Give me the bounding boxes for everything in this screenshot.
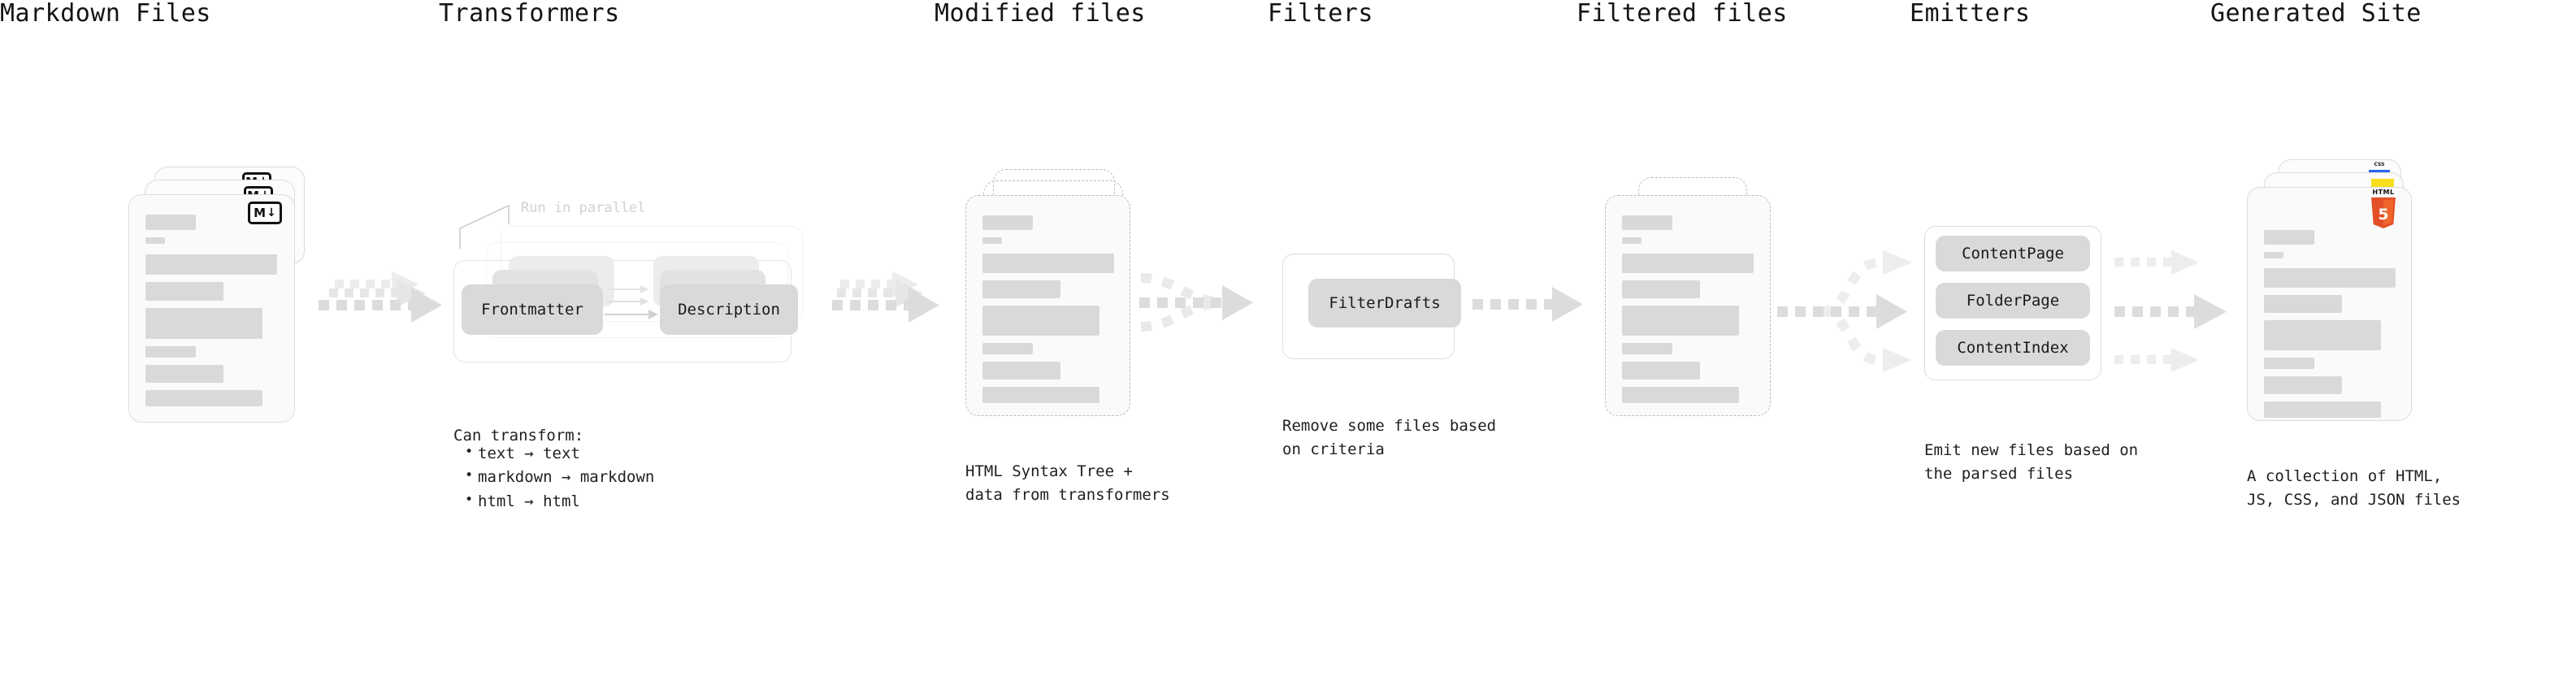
css3-icon-bar: [2369, 170, 2390, 174]
parallel-bracket-icon: [459, 204, 510, 249]
stage-title-markdown-files: Markdown Files: [0, 0, 211, 28]
connector-modified-to-filters: [1139, 273, 1253, 332]
content-bar: [982, 215, 1033, 230]
connector-emitters-to-site: [2114, 250, 2227, 372]
content-bar: [145, 237, 165, 244]
content-bar: [145, 346, 196, 358]
modified-files-caption: HTML Syntax Tree + data from transformer…: [965, 462, 1170, 505]
content-bar: [2264, 376, 2342, 394]
content-bar: [145, 365, 223, 383]
content-bar: [1622, 306, 1739, 336]
stage-title-emitters: Emitters: [1910, 0, 2031, 28]
content-bar: [1622, 362, 1700, 380]
transformers-bullet: html → html: [465, 489, 654, 514]
emitter-pill-contentindex[interactable]: ContentIndex: [1936, 330, 2090, 366]
content-bar: [145, 254, 277, 275]
content-bar: [145, 215, 196, 230]
filtered-doc-content: [1622, 215, 1755, 410]
transformer-inner-arrows: [605, 285, 658, 319]
stage-title-filters: Filters: [1268, 0, 1373, 28]
content-bar: [1622, 237, 1641, 244]
stage-title-modified-files: Modified files: [935, 0, 1146, 28]
content-bar: [2264, 230, 2314, 245]
css3-icon: CSS: [2369, 163, 2390, 176]
content-bar: [2264, 268, 2396, 288]
content-bar: [1622, 215, 1672, 230]
content-bar: [145, 308, 262, 339]
filter-pill-filterdrafts[interactable]: FilterDrafts: [1308, 279, 1461, 327]
html5-icon: HTML 5: [2370, 189, 2397, 230]
content-bar: [2264, 252, 2283, 258]
content-bar: [982, 343, 1033, 354]
stage-generated-site: CSS HTML 5 Generated Site A collection o…: [2210, 0, 2576, 681]
content-bar: [2264, 358, 2314, 369]
transformers-caption-lead: Can transform:: [453, 427, 584, 445]
transformer-pill-frontmatter[interactable]: Frontmatter: [462, 284, 603, 335]
html5-icon-digit: 5: [2378, 206, 2388, 223]
transformers-bullet: markdown → markdown: [465, 465, 654, 489]
html5-icon-label: HTML: [2372, 189, 2395, 196]
stage-filters: FilterDrafts Filters Remove some files b…: [1268, 0, 1593, 681]
stage-title-filtered-files: Filtered files: [1576, 0, 1788, 28]
content-bar: [145, 390, 262, 406]
stage-transformers: Run in parallel Frontmatter Description …: [439, 0, 861, 681]
markdown-icon-letter: M: [254, 205, 267, 220]
css3-icon-label: CSS: [2374, 162, 2385, 167]
transformers-bullet-list: text → text markdown → markdown html → h…: [453, 441, 654, 514]
stage-markdown-files: M ↓ M ↓ M ↓ Markdown Files: [0, 0, 341, 681]
stage-filtered-files: Filtered files: [1576, 0, 1918, 681]
connector-transformers-to-modified: [832, 271, 939, 323]
transformers-bullet: text → text: [465, 441, 654, 466]
generated-site-caption: A collection of HTML, JS, CSS, and JSON …: [2247, 467, 2461, 510]
content-bar: [145, 282, 223, 301]
content-bar: [2264, 320, 2381, 350]
content-bar: [982, 280, 1060, 298]
stage-modified-files: Modified files HTML Syntax Tree + data f…: [935, 0, 1276, 681]
filters-caption: Remove some files based on criteria: [1282, 417, 1497, 459]
emitter-pill-folderpage[interactable]: FolderPage: [1936, 283, 2090, 319]
connector-filtered-to-emitters: [1777, 250, 1912, 372]
content-bar: [1622, 280, 1700, 298]
html5-icon-shield: 5: [2371, 197, 2396, 228]
connector-markdown-to-transformers: [319, 271, 442, 323]
stage-emitters: ContentPage FolderPage ContentIndex Emit…: [1910, 0, 2251, 681]
content-bar: [1622, 387, 1739, 403]
content-bar: [1622, 343, 1672, 354]
site-doc-front: [2247, 187, 2412, 421]
connector-filters-to-filtered: [1472, 287, 1583, 322]
content-bar: [982, 387, 1099, 403]
site-doc-content: [2264, 230, 2396, 425]
emitters-caption: Emit new files based on the parsed files: [1924, 441, 2139, 484]
stage-title-generated-site: Generated Site: [2210, 0, 2422, 28]
markdown-icon-front: M ↓: [248, 202, 282, 224]
modified-doc-front: [965, 195, 1130, 416]
content-bar: [982, 254, 1114, 273]
markdown-doc-content: [145, 215, 280, 414]
markdown-icon-arrow: ↓: [267, 206, 276, 219]
content-bar: [982, 237, 1002, 244]
markdown-doc-front: [128, 194, 295, 423]
content-bar: [1622, 254, 1754, 273]
filtered-doc-front: [1605, 195, 1771, 416]
content-bar: [982, 362, 1060, 380]
stage-title-transformers: Transformers: [439, 0, 620, 28]
transformer-pill-description[interactable]: Description: [660, 284, 798, 335]
content-bar: [982, 306, 1099, 336]
content-bar: [2264, 401, 2381, 418]
emitter-pill-contentpage[interactable]: ContentPage: [1936, 236, 2090, 271]
modified-doc-content: [982, 215, 1115, 410]
run-in-parallel-label: Run in parallel: [521, 200, 646, 216]
content-bar: [2264, 295, 2342, 313]
